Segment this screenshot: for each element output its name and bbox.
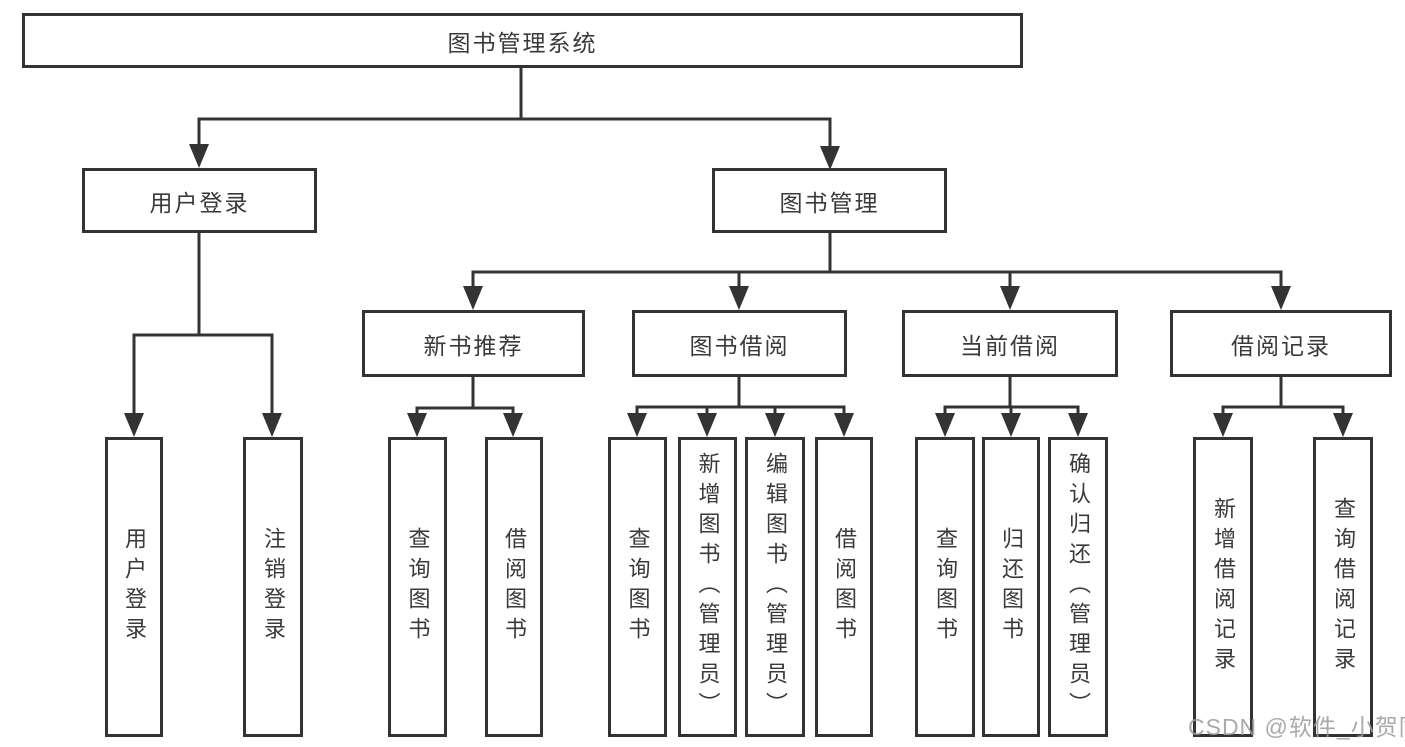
leaf-borrow-query-books-label: 查询图书 bbox=[625, 527, 651, 647]
connector-current-borrow-children bbox=[935, 375, 1088, 437]
leaf-newbook-borrow-books: 借阅图书 bbox=[485, 437, 543, 737]
connector-user-login-children bbox=[124, 231, 282, 437]
node-library-system: 图书管理系统 bbox=[22, 13, 1023, 68]
watermark: CSDN @软件_小贺同学 bbox=[1188, 714, 1405, 740]
leaf-records-query-record-label: 查询借阅记录 bbox=[1331, 497, 1356, 677]
leaf-logout-label: 注销登录 bbox=[261, 527, 286, 647]
leaf-borrow-query-books: 查询图书 bbox=[608, 437, 667, 737]
node-book-borrow: 图书借阅 bbox=[632, 310, 847, 377]
leaf-borrow-add-books-admin: 新增图书（管理员） bbox=[678, 437, 737, 737]
leaf-borrow-edit-books-admin: 编辑图书（管理员） bbox=[745, 437, 805, 737]
connector-book-management-children bbox=[463, 231, 1291, 310]
leaf-current-confirm-return-admin: 确认归还（管理员） bbox=[1048, 437, 1108, 737]
leaf-current-query-books-label: 查询图书 bbox=[933, 527, 958, 647]
leaf-records-add-record-label: 新增借阅记录 bbox=[1211, 497, 1236, 677]
node-current-borrow-label: 当前借阅 bbox=[960, 332, 1060, 359]
node-book-management: 图书管理 bbox=[712, 168, 947, 233]
connector-borrow-records-children bbox=[1213, 375, 1353, 437]
node-library-system-label: 图书管理系统 bbox=[447, 29, 598, 56]
node-borrow-records-label: 借阅记录 bbox=[1231, 332, 1331, 359]
leaf-current-query-books: 查询图书 bbox=[915, 437, 975, 737]
leaf-borrow-add-books-admin-label: 新增图书（管理员） bbox=[695, 452, 721, 722]
node-book-management-label: 图书管理 bbox=[779, 189, 880, 216]
node-user-login: 用户登录 bbox=[82, 168, 317, 233]
connector-root-to-level2 bbox=[189, 66, 840, 170]
leaf-newbook-borrow-books-label: 借阅图书 bbox=[502, 527, 527, 647]
leaf-current-return-books-label: 归还图书 bbox=[999, 527, 1024, 647]
node-new-book-recommendation-label: 新书推荐 bbox=[423, 332, 524, 359]
node-new-book-recommendation: 新书推荐 bbox=[362, 310, 585, 377]
node-book-borrow-label: 图书借阅 bbox=[689, 332, 790, 359]
leaf-borrow-edit-books-admin-label: 编辑图书（管理员） bbox=[763, 452, 788, 722]
leaf-borrow-borrow-books: 借阅图书 bbox=[815, 437, 873, 737]
leaf-records-query-record: 查询借阅记录 bbox=[1313, 437, 1373, 737]
leaf-logout: 注销登录 bbox=[243, 437, 303, 737]
leaf-user-login-label: 用户登录 bbox=[122, 527, 147, 647]
connector-new-book-children bbox=[407, 375, 523, 437]
connector-book-borrow-children bbox=[627, 375, 854, 437]
node-current-borrow: 当前借阅 bbox=[902, 310, 1118, 377]
leaf-borrow-borrow-books-label: 借阅图书 bbox=[832, 527, 857, 647]
leaf-current-return-books: 归还图书 bbox=[982, 437, 1040, 737]
leaf-records-add-record: 新增借阅记录 bbox=[1193, 437, 1253, 737]
leaf-newbook-query-books: 查询图书 bbox=[388, 437, 447, 737]
leaf-user-login: 用户登录 bbox=[105, 437, 163, 737]
leaf-current-confirm-return-admin-label: 确认归还（管理员） bbox=[1066, 452, 1091, 722]
leaf-newbook-query-books-label: 查询图书 bbox=[405, 527, 431, 647]
node-user-login-label: 用户登录 bbox=[149, 189, 250, 216]
node-borrow-records: 借阅记录 bbox=[1170, 310, 1392, 377]
